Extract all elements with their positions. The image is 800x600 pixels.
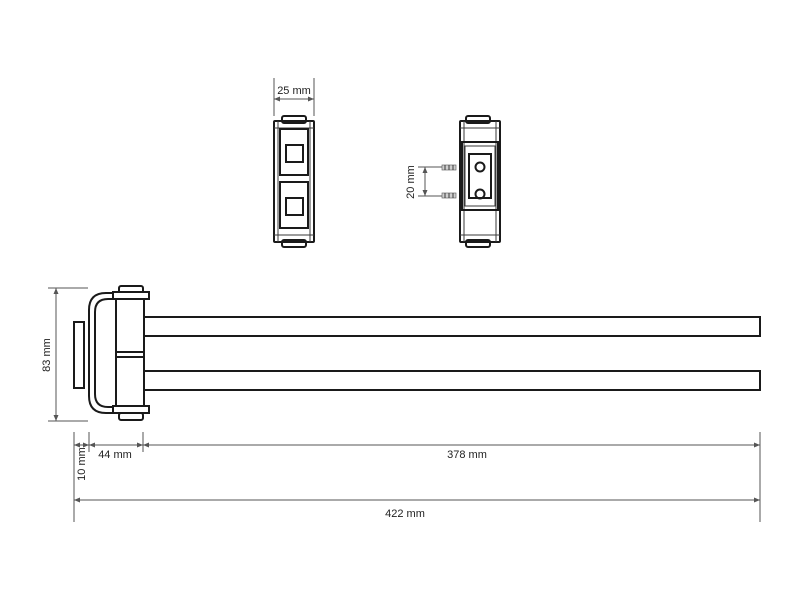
mount-depth-label: 44 mm (98, 449, 132, 461)
hole-spacing-label: 20 mm (405, 165, 417, 199)
height-label: 83 mm (41, 338, 53, 372)
arm-length-label: 378 mm (447, 449, 487, 461)
total-length-label: 422 mm (385, 508, 425, 520)
mount-view (418, 115, 501, 248)
front-view (273, 78, 315, 248)
top-view (48, 285, 761, 522)
front-width-label: 25 mm (277, 85, 311, 97)
wall-offset-label: 10 mm (76, 447, 88, 481)
